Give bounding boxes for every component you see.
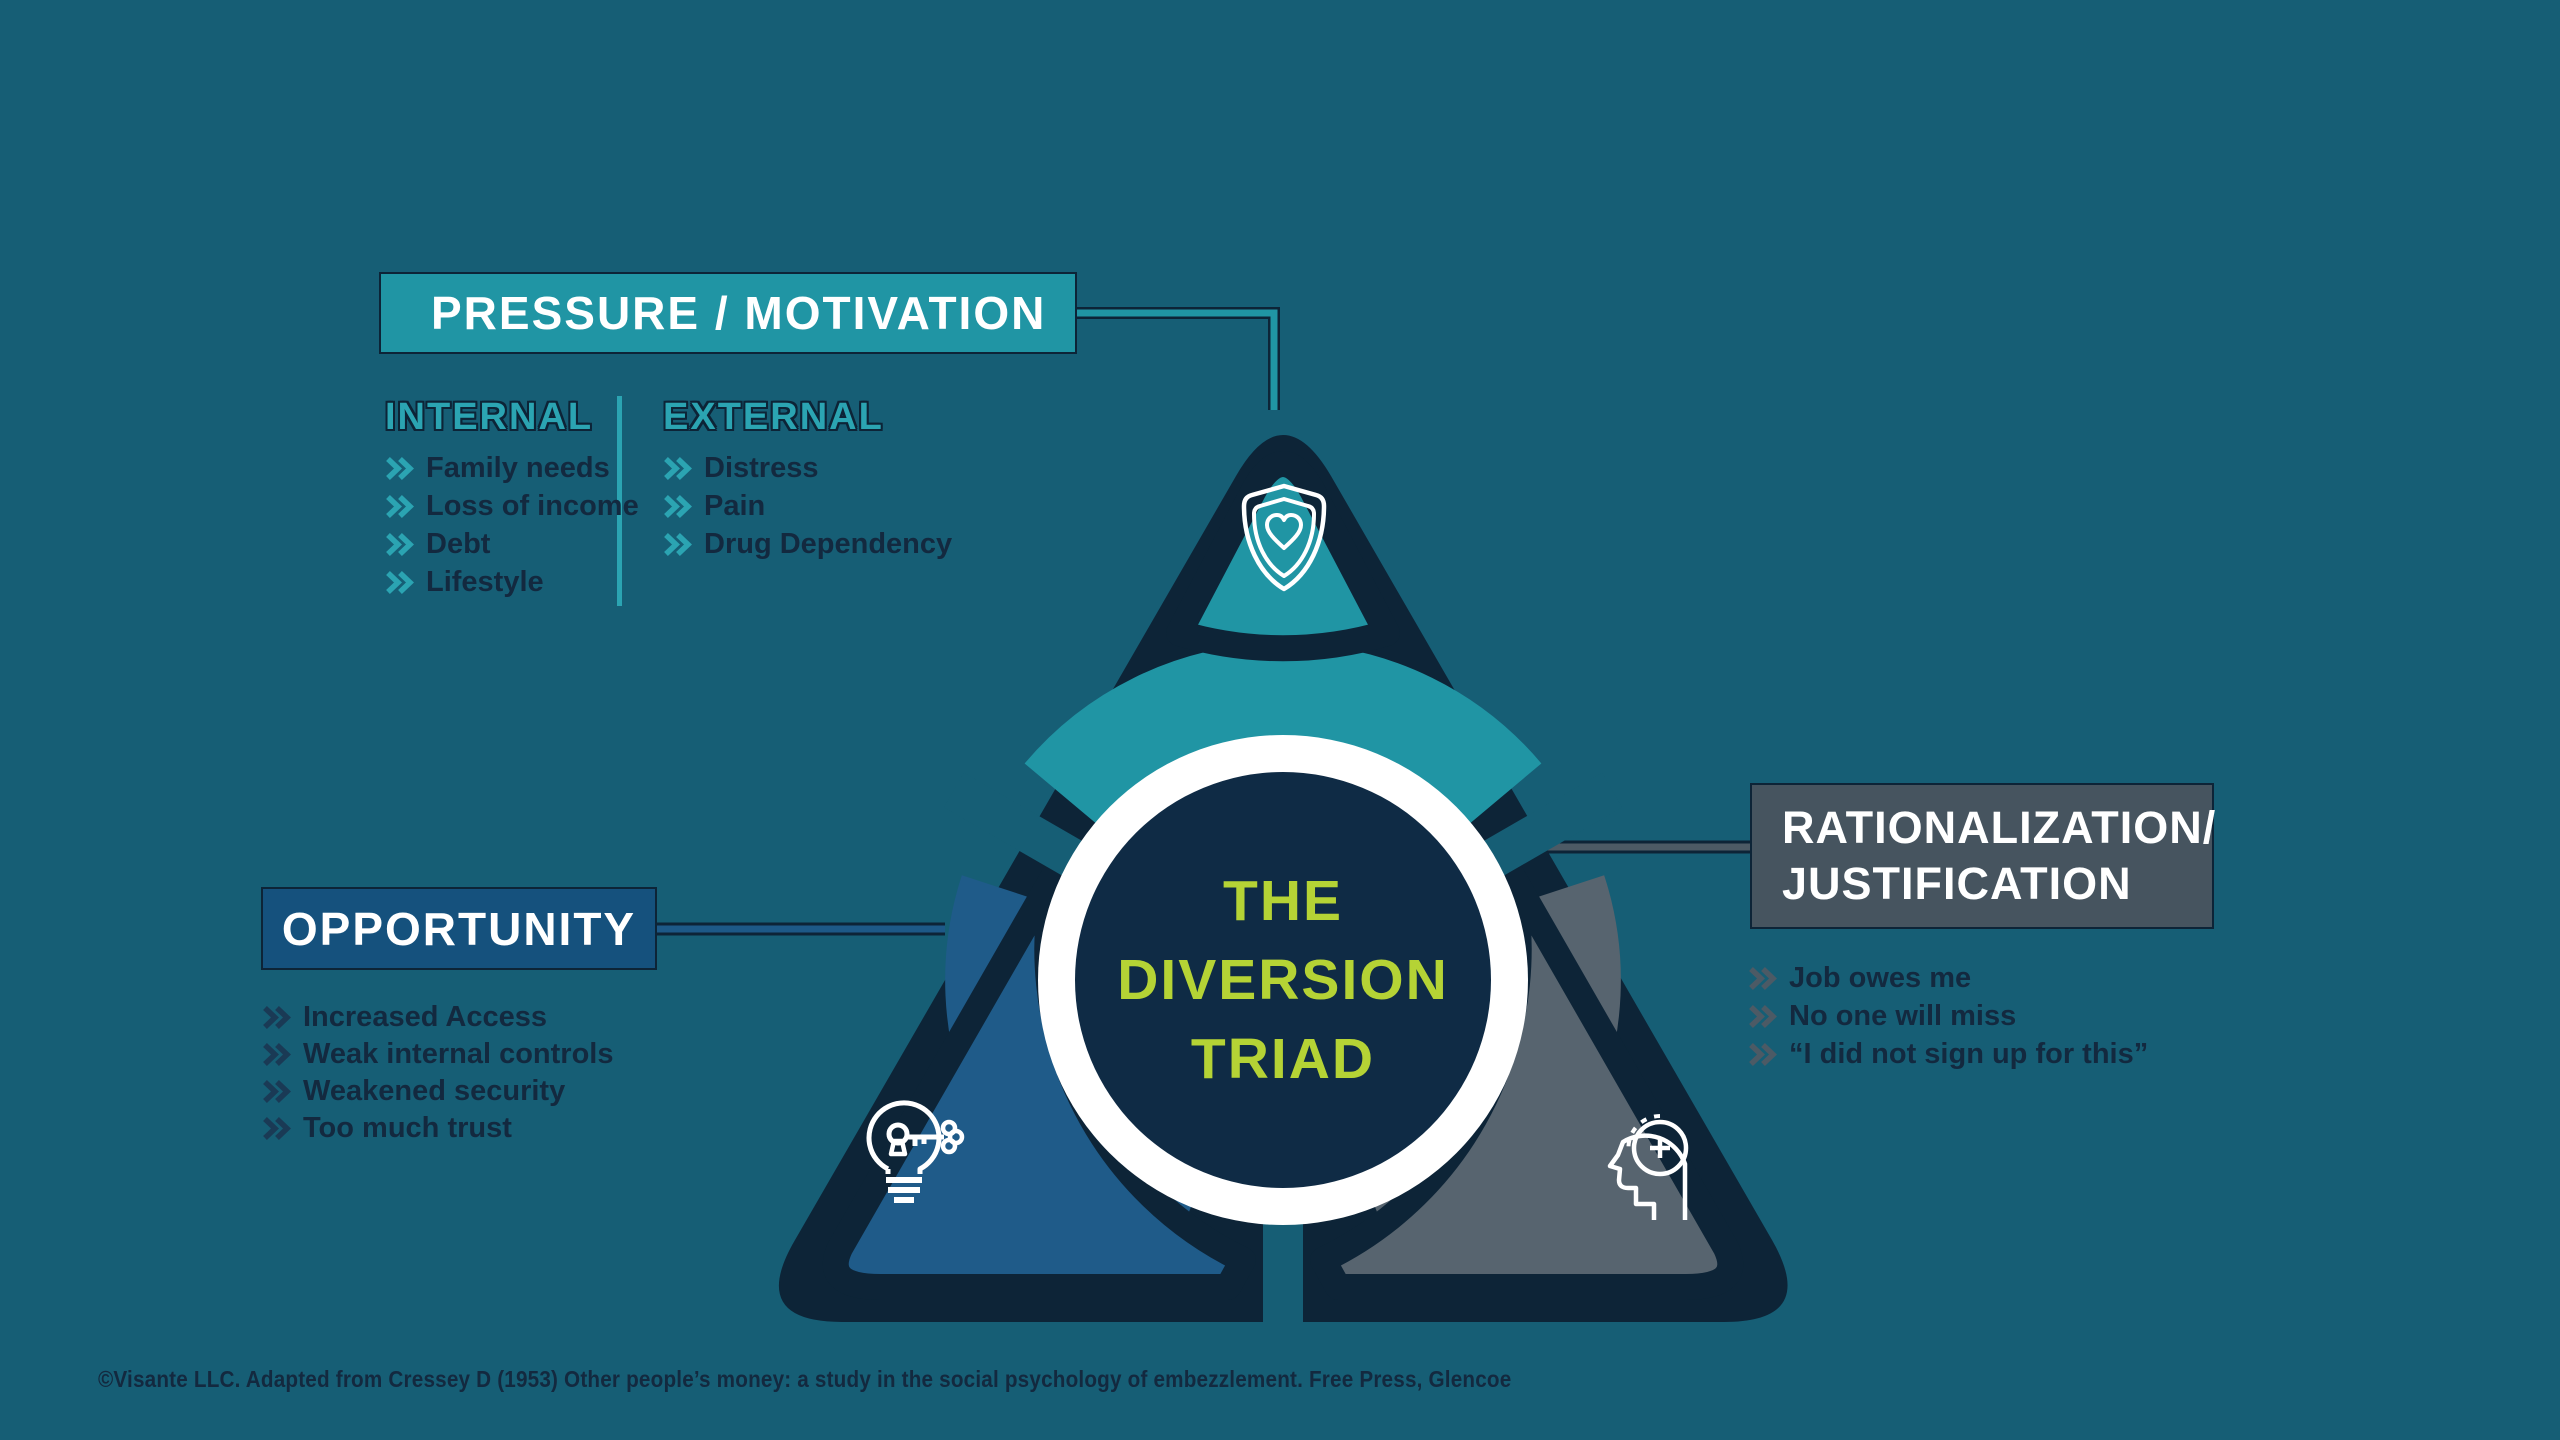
double-chevron-icon [386, 456, 414, 480]
external-list: Distress Pain Drug Dependency [663, 449, 952, 563]
double-chevron-icon [263, 1080, 291, 1103]
rationalization-justification-label: RATIONALIZATION/ JUSTIFICATION [1750, 783, 2217, 929]
pressure-petal [1166, 451, 1400, 662]
pressure-wedge [1024, 643, 1542, 826]
center-title-line2: DIVERSION [1117, 948, 1449, 1012]
shield-heart-icon [1241, 483, 1327, 592]
double-chevron-icon [1749, 1042, 1777, 1066]
rationalization-title-line1: RATIONALIZATION/ [1782, 802, 2217, 853]
lightbulb-key-icon [866, 1100, 965, 1203]
internal-external-divider [617, 396, 622, 606]
double-chevron-icon [263, 1006, 291, 1029]
list-item: Job owes me [1748, 959, 2148, 997]
list-item: Pain [663, 487, 952, 525]
center-title: THE DIVERSION TRIAD [1073, 862, 1493, 1099]
double-chevron-icon [1749, 966, 1777, 990]
list-item: No one will miss [1748, 997, 2148, 1035]
pressure-connector-line [1075, 307, 1280, 410]
pressure-motivation-title: PRESSURE / MOTIVATION [431, 287, 1047, 339]
list-item: “I did not sign up for this” [1748, 1035, 2148, 1073]
double-chevron-icon [263, 1043, 291, 1066]
pressure-motivation-label: PRESSURE / MOTIVATION [379, 272, 1077, 354]
list-item: Weakened security [262, 1073, 614, 1110]
center-disc [1075, 772, 1491, 1188]
double-chevron-icon [1749, 1004, 1777, 1028]
list-item: Weak internal controls [262, 1036, 614, 1073]
opportunity-title: OPPORTUNITY [281, 902, 637, 955]
double-chevron-icon [664, 532, 692, 556]
list-item: Drug Dependency [663, 525, 952, 563]
double-chevron-icon [386, 532, 414, 556]
list-item: Lifestyle [385, 563, 639, 601]
double-chevron-icon [664, 494, 692, 518]
head-plus-icon [1607, 1114, 1689, 1220]
opportunity-list: Increased Access Weak internal controls … [262, 999, 614, 1147]
list-item: Too much trust [262, 1110, 614, 1147]
double-chevron-icon [664, 456, 692, 480]
footer-citation: ©Visante LLC. Adapted from Cressey D (19… [98, 1366, 1512, 1392]
double-chevron-icon [386, 494, 414, 518]
opportunity-label: OPPORTUNITY [261, 887, 657, 970]
list-item: Family needs [385, 449, 639, 487]
list-item: Distress [663, 449, 952, 487]
center-title-line1: THE [1223, 869, 1343, 933]
list-item: Debt [385, 525, 639, 563]
double-chevron-icon [386, 570, 414, 594]
center-title-line3: TRIAD [1190, 1027, 1376, 1091]
external-heading: EXTERNAL [663, 396, 884, 438]
list-item: Loss of income [385, 487, 639, 525]
double-chevron-icon [263, 1117, 291, 1140]
internal-heading: INTERNAL [385, 396, 594, 438]
list-item: Increased Access [262, 999, 614, 1036]
rationalization-list: Job owes me No one will miss “I did not … [1748, 959, 2148, 1073]
rationalization-title-line2: JUSTIFICATION [1782, 858, 2132, 909]
internal-list: Family needs Loss of income Debt Lifesty… [385, 449, 639, 601]
